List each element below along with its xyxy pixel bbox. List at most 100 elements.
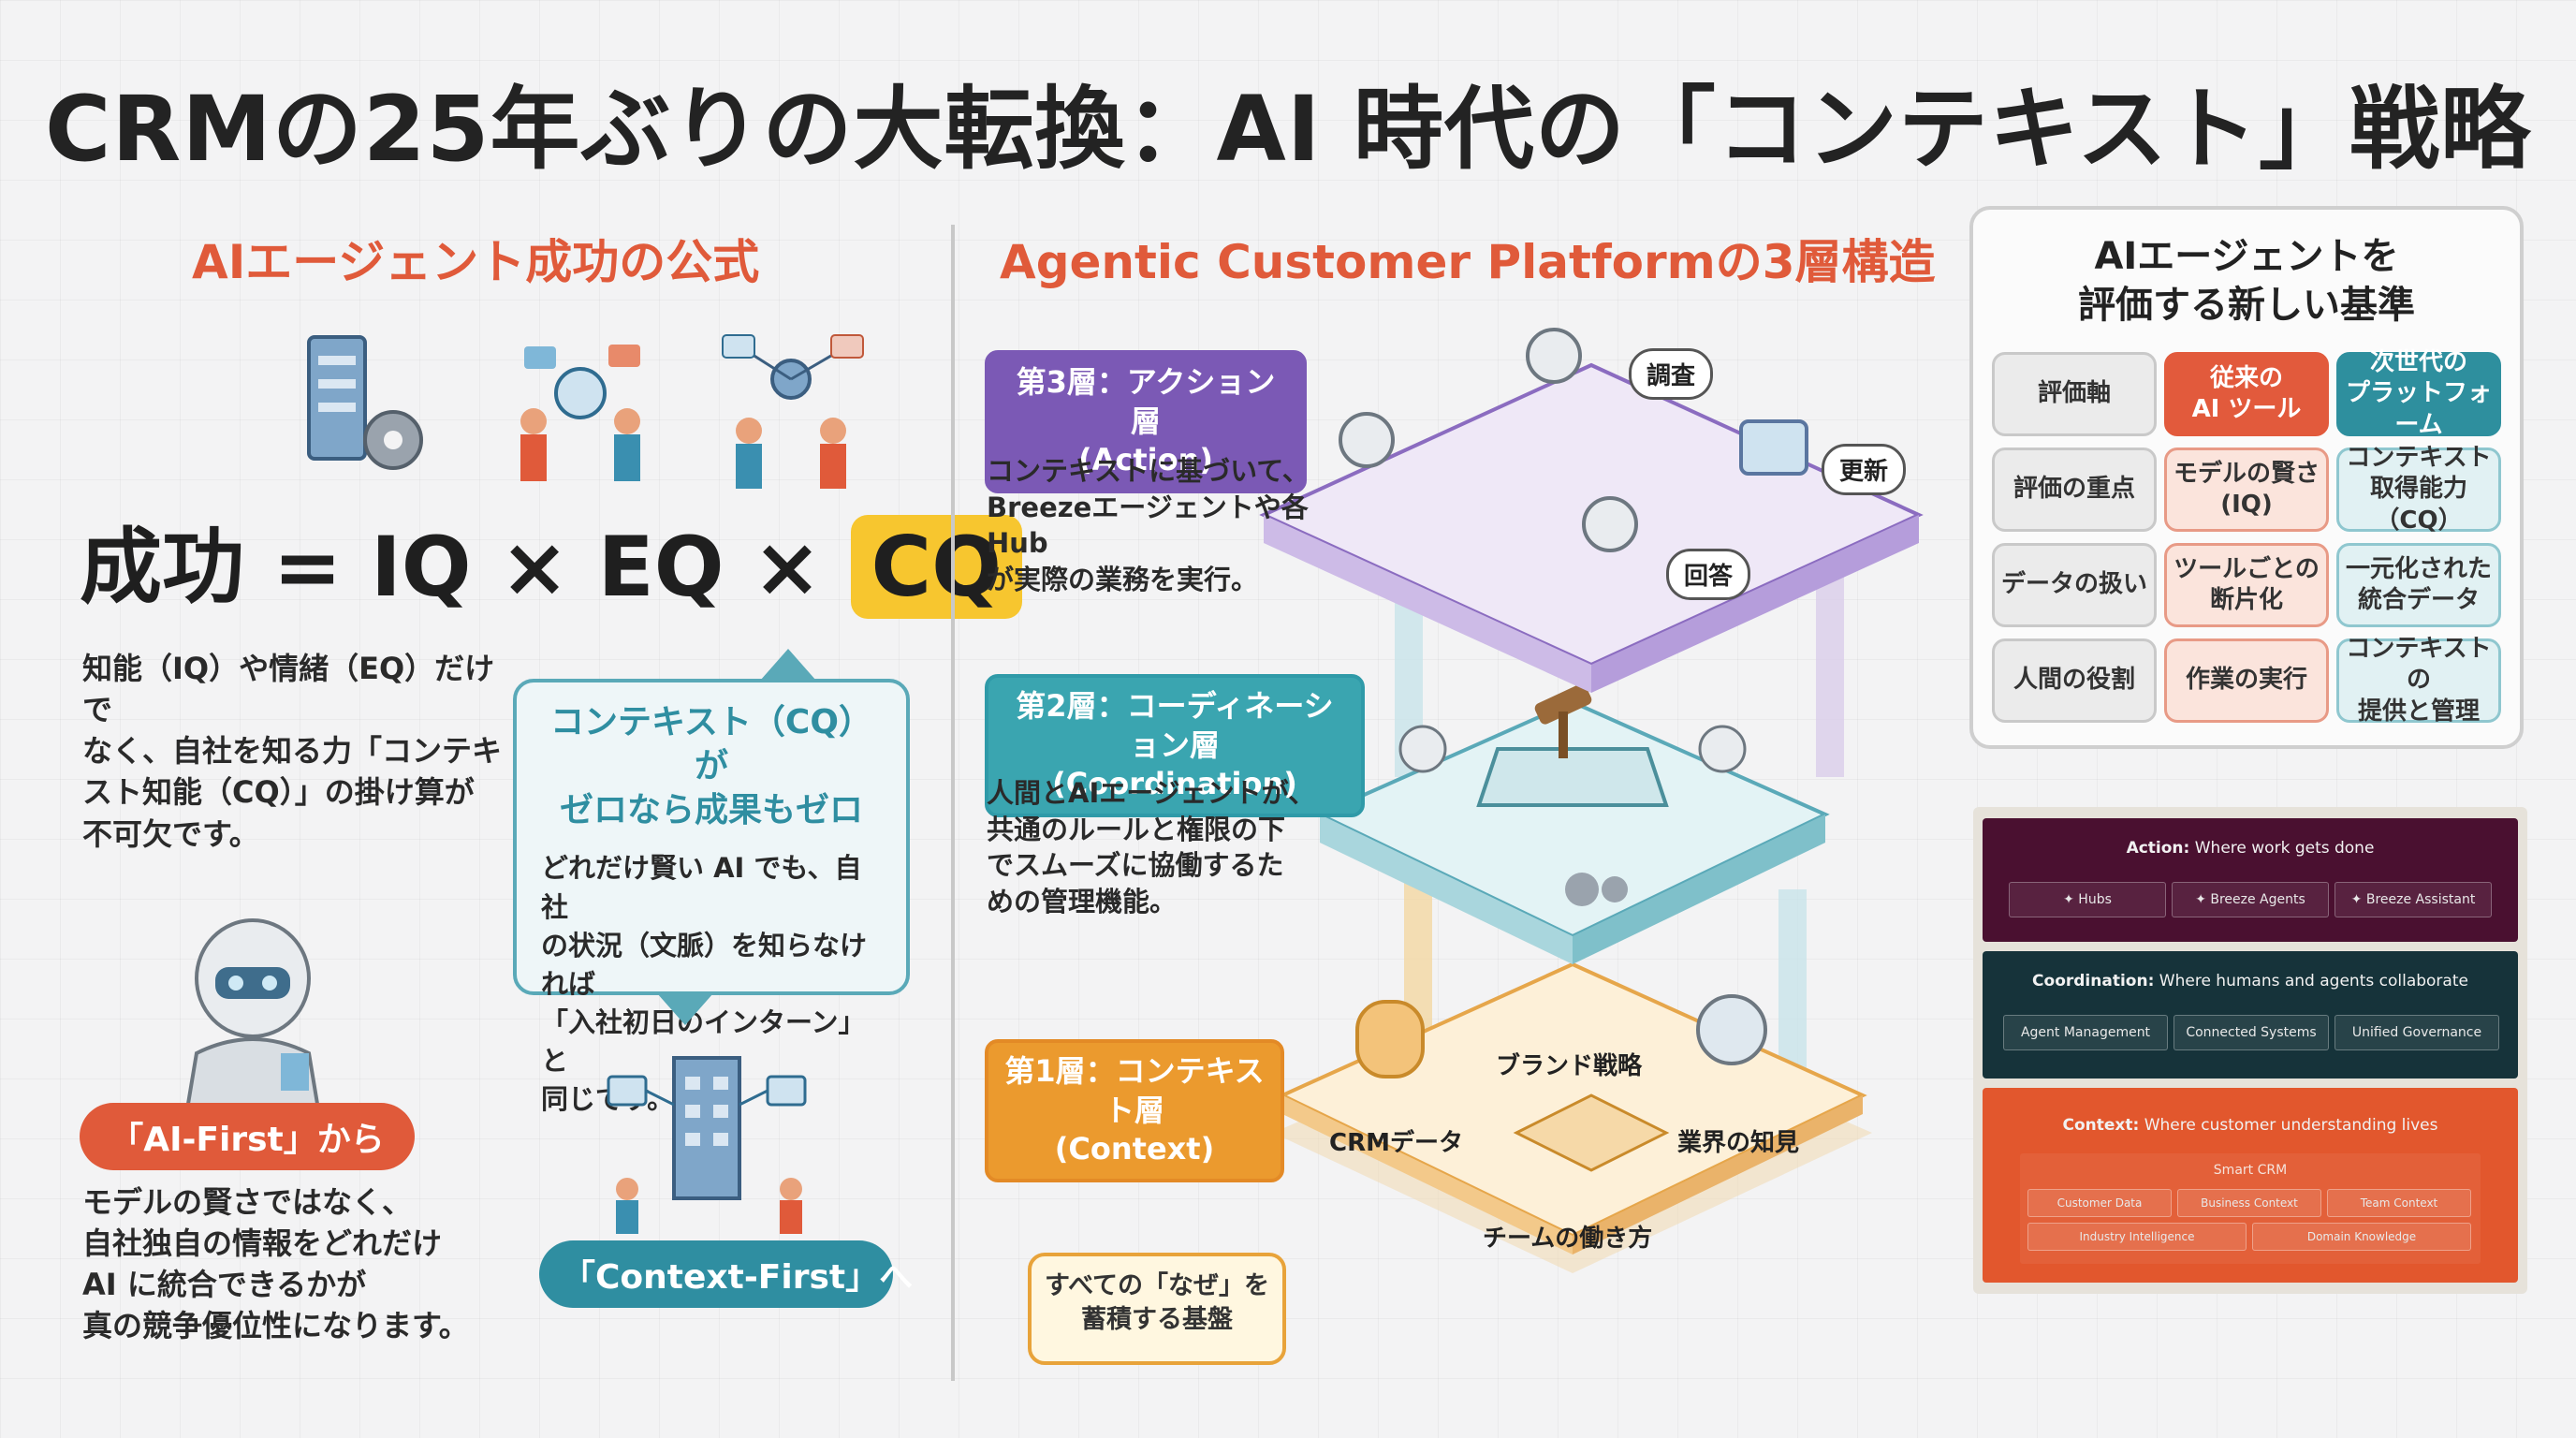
note-line: 蓄積する基盤 [1081,1304,1233,1334]
criteria-cell-axis: データの扱い [1992,543,2157,627]
callout-title-line: ゼロなら成果もゼロ [559,790,863,829]
layer3-subtitle: (Action) [1077,442,1213,478]
action-band: Action: Where work gets done ✦ Hubs ✦ Br… [1983,818,2518,942]
criteria-cell-legacy: ツールごとの 断片化 [2164,543,2329,627]
context-item-crm: CRMデータ [1329,1129,1463,1157]
callout-body-line: どれだけ賢い AI でも、自社 [541,852,862,923]
action-band-text: Where work gets done [2194,839,2375,858]
layer1-subtitle: (Context) [1054,1131,1215,1167]
desc-line: が実際の業務を実行。 [987,563,1259,595]
team-network-icon [520,345,640,481]
chip-industry-intelligence: Industry Intelligence [2027,1223,2247,1251]
chip-team-context: Team Context [2327,1189,2471,1217]
conclusion-line: モデルの賢さではなく、 [82,1184,413,1220]
criteria-cell-axis: 人間の役割 [1992,638,2157,723]
desc-line: Breezeエージェントや各Hub [987,491,1309,560]
page-title: CRMの25年ぶりの大転換：AI 時代の「コンテキスト」戦略 [44,77,2532,182]
explain-line: スト知能（CQ）」の掛け算が [82,774,475,811]
callout-body-line: の状況（文脈）を知らなければ [541,929,868,1000]
context-band-text: Where customer understanding lives [2144,1116,2438,1135]
criteria-title-line: 評価する新しい基準 [2078,284,2415,327]
success-formula: 成功 = IQ × EQ × CQ [80,501,1022,620]
hub-network-icon [722,334,864,489]
tag-answer: 回答 [1666,549,1751,600]
chip-breeze-agents: ✦ Breeze Agents [2172,882,2329,917]
conclusion-text: モデルの賢さではなく、 自社独自の情報をどれだけ AI に統合できるかが 真の競… [82,1181,513,1347]
layer2-description: 人間とAIエージェントが、 共通のルールと権限の下 でスムーズに協働するた めの… [987,775,1342,919]
callout-title: コンテキスト（CQ）が ゼロなら成果もゼロ [541,701,882,832]
coordination-band-text: Where humans and agents collaborate [2159,972,2468,990]
chip-unified-governance: Unified Governance [2334,1015,2499,1050]
ai-first-pill: 「AI-First」から [80,1103,415,1170]
context-first-pill: 「Context-First」へ [539,1240,913,1308]
chip-domain-knowledge: Domain Knowledge [2252,1223,2471,1251]
explain-line: なく、自社を知る力「コンテキ [82,733,503,770]
layer3-description: コンテキストに基づいて、 Breezeエージェントや各Hub が実際の業務を実行… [987,453,1361,597]
callout-title-line: コンテキスト（CQ）が [550,703,872,785]
explain-line: 不可欠です。 [82,815,259,852]
context-item-brand: ブランド戦略 [1496,1052,1643,1080]
formula-explanation: 知能（IQ）や情緒（EQ）だけで なく、自社を知る力「コンテキ スト知能（CQ）… [82,648,513,855]
explain-line: 知能（IQ）や情緒（EQ）だけで [82,651,495,728]
chip-connected-systems: Connected Systems [2174,1015,2329,1050]
foundation-note: すべての「なぜ」を 蓄積する基盤 [1028,1253,1286,1365]
context-band-label: Context: [2062,1116,2140,1135]
chip-hubs: ✦ Hubs [2009,882,2166,917]
coordination-band-label: Coordination: [2032,972,2155,990]
context-item-industry: 業界の知見 [1677,1129,1800,1157]
criteria-cell-legacy: モデルの賢さ (IQ) [2164,448,2329,532]
conclusion-line: 自社独自の情報をどれだけ [82,1225,443,1262]
coordination-band: Coordination: Where humans and agents co… [1983,951,2518,1078]
callout-body: どれだけ賢い AI でも、自社 の状況（文脈）を知らなければ 「入社初日のインタ… [541,849,882,1119]
criteria-header-nextgen: 次世代の プラットフォーム [2336,348,2501,439]
chip-customer-data: Customer Data [2027,1189,2172,1217]
chip-business-context: Business Context [2177,1189,2321,1217]
server-icon [307,335,423,470]
desc-line: 共通のルールと権限の下 [987,813,1286,845]
criteria-header-axis: 評価軸 [1992,352,2157,436]
desc-line: でスムーズに協働するた [987,849,1284,882]
formula-times-2: × [753,519,822,615]
conclusion-line: AI に統合できるかが [82,1267,367,1303]
context-band: Context: Where customer understanding li… [1983,1088,2518,1283]
desc-line: めの管理機能。 [987,885,1178,917]
formula-success: 成功 [80,519,245,615]
layer1-title: 第1層：コンテキスト層 [1004,1053,1265,1128]
criteria-header-legacy: 従来の AI ツール [2164,352,2329,436]
smart-crm-box: Smart CRM Customer Data Business Context… [2020,1153,2481,1264]
note-line: すべての「なぜ」を [1044,1271,1270,1300]
platform-section-title: Agentic Customer Platformの3層構造 [1000,235,1936,289]
criteria-cell-nextgen: コンテキストの 提供と管理 [2336,635,2501,726]
company-building-icon [607,1056,807,1234]
criteria-cell-nextgen: コンテキスト 取得能力（CQ） [2336,444,2501,535]
tag-update: 更新 [1822,444,1907,495]
evaluation-criteria-card: AIエージェントを 評価する新しい基準 評価軸従来の AI ツール次世代の プラ… [1969,206,2524,749]
formula-iq: IQ [371,519,472,615]
formula-section-title: AIエージェント成功の公式 [192,235,760,289]
criteria-title-line: AIエージェントを [2094,235,2399,278]
desc-line: コンテキストに基づいて、 [987,455,1310,487]
criteria-cell-nextgen: 一元化された 統合データ [2336,543,2501,627]
smart-crm-title: Smart CRM [2213,1163,2288,1178]
action-band-heading: Action: Where work gets done [1983,839,2518,858]
formula-cq-highlight: CQ [850,515,1022,619]
criteria-title: AIエージェントを 評価する新しい基準 [1973,232,2520,330]
formula-times-1: × [500,519,569,615]
three-layer-isometric-diagram [1259,328,1924,1273]
conclusion-line: 真の競争優位性になります。 [82,1308,469,1344]
robot-icon [184,918,321,1109]
coordination-band-heading: Coordination: Where humans and agents co… [1983,972,2518,990]
layer2-coordination-label: 第2層：コーディネーション層 (Coordination) [985,674,1365,817]
platform-architecture-panel: Action: Where work gets done ✦ Hubs ✦ Br… [1973,807,2527,1294]
formula-eq: EQ [597,519,724,615]
cq-zero-callout: コンテキスト（CQ）が ゼロなら成果もゼロ どれだけ賢い AI でも、自社 の状… [513,649,910,1115]
action-band-label: Action: [2126,839,2190,858]
criteria-cell-axis: 評価の重点 [1992,448,2157,532]
column-divider [951,225,955,1381]
chip-agent-management: Agent Management [2003,1015,2168,1050]
context-band-heading: Context: Where customer understanding li… [1983,1116,2518,1135]
chip-breeze-assistant: ✦ Breeze Assistant [2334,882,2492,917]
tag-research: 調査 [1629,348,1714,400]
layer3-action-label: 第3層：アクション層 (Action) [985,350,1307,493]
layer1-context-label: 第1層：コンテキスト層 (Context) [985,1039,1284,1182]
